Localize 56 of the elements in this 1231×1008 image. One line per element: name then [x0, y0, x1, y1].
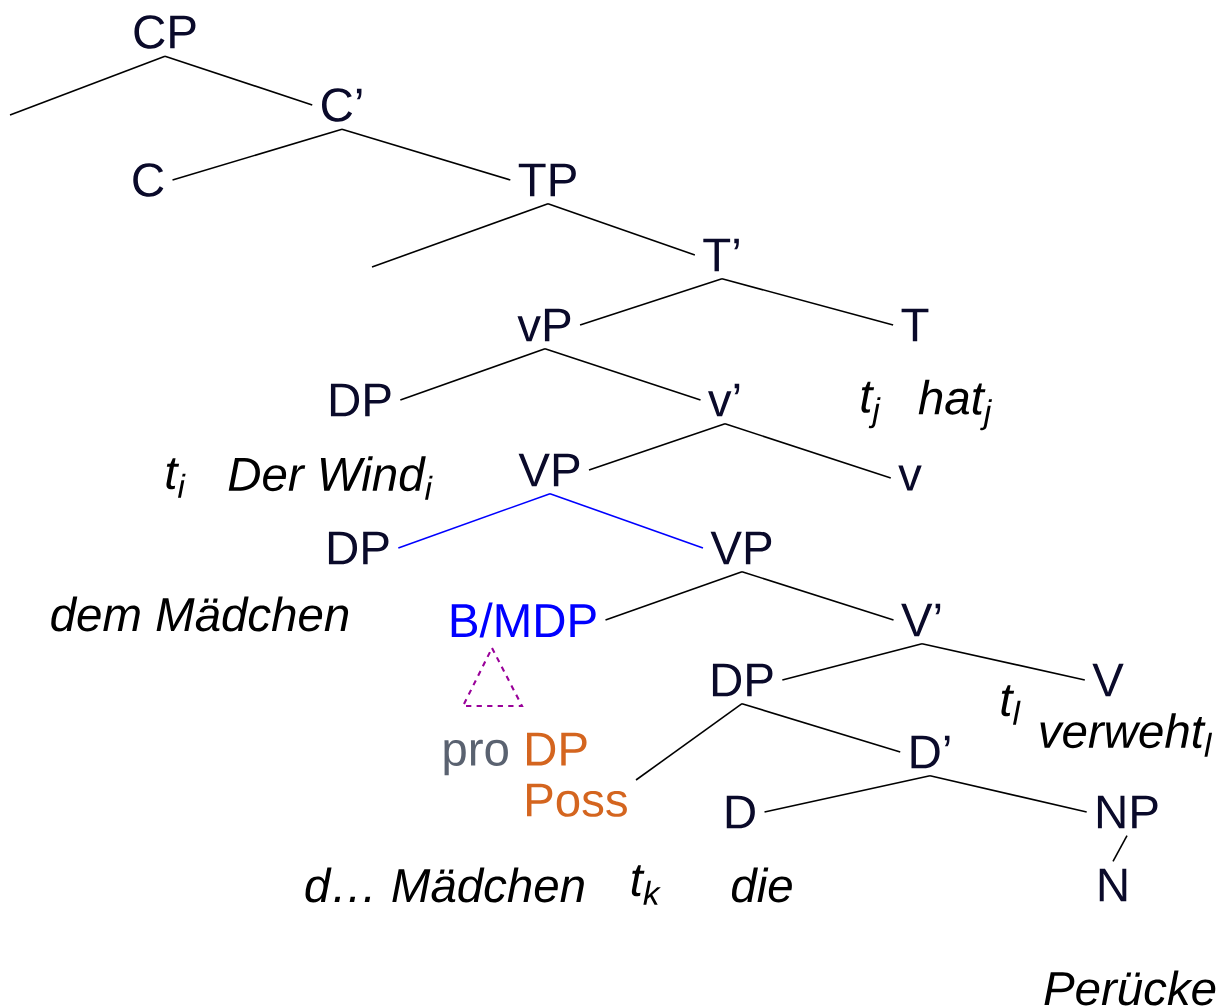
category-label: NP — [1097, 795, 1158, 829]
word-label: Perücke — [1044, 970, 1216, 1006]
branch-line — [9, 55, 166, 116]
branch-line — [604, 570, 743, 621]
category-label: D — [726, 795, 755, 829]
category-label: v’ — [708, 383, 740, 417]
branch-line — [635, 702, 743, 781]
category-label: D’ — [911, 735, 950, 769]
branch-line — [371, 202, 549, 268]
branch-line — [921, 642, 1086, 681]
category-label: B/MDP — [451, 602, 596, 638]
branch-line — [763, 774, 931, 813]
category-label: DP — [712, 663, 773, 697]
branch-line — [1112, 834, 1128, 863]
category-label: V’ — [901, 603, 941, 637]
category-label: V — [1092, 663, 1124, 697]
branch-line — [741, 570, 895, 621]
category-label: vP — [517, 308, 571, 342]
word-label: Der Wind$_{i}$ — [228, 456, 433, 500]
branch-line — [549, 492, 704, 549]
word-label: t$_{i}$ — [166, 458, 186, 498]
branch-line — [741, 702, 901, 753]
category-label: v — [898, 465, 922, 491]
category-label: TP — [518, 163, 576, 197]
branch-line — [929, 774, 1088, 813]
word-label: d… Mädchen — [305, 867, 584, 903]
word-label: dem Mädchen — [51, 596, 349, 632]
category-label: T — [901, 308, 929, 342]
branch-line — [399, 347, 546, 401]
category-label: CP — [134, 15, 196, 49]
branch-line — [724, 422, 892, 479]
category-label: DP — [328, 531, 389, 565]
category-group-label: pro DP Poss — [444, 732, 627, 817]
category-label: C — [133, 163, 164, 197]
branch-line — [579, 277, 723, 326]
word-label: die — [731, 867, 792, 903]
word-label: t$_{l}$ — [1001, 685, 1021, 725]
category-label: VP — [518, 453, 580, 487]
word-label: hat$_{j}$ — [918, 379, 992, 431]
branch-line — [781, 642, 923, 681]
branch-line — [341, 128, 512, 181]
category-label: T’ — [703, 238, 739, 272]
category-label: C’ — [322, 88, 362, 122]
category-label: N — [1099, 868, 1127, 902]
word-label: verweht$_{l}$ — [1040, 713, 1213, 757]
branch-line — [397, 492, 551, 549]
category-label: DP — [330, 383, 391, 417]
branch-line — [164, 55, 313, 106]
branch-line — [588, 422, 726, 471]
branch-line — [171, 128, 343, 181]
category-label: VP — [710, 531, 772, 565]
branch-line — [721, 277, 894, 326]
branch-line — [547, 202, 696, 256]
branch-line — [544, 347, 702, 401]
word-label: t$_{j}$ — [861, 381, 881, 429]
word-label: t$_{k}$ — [631, 865, 661, 905]
